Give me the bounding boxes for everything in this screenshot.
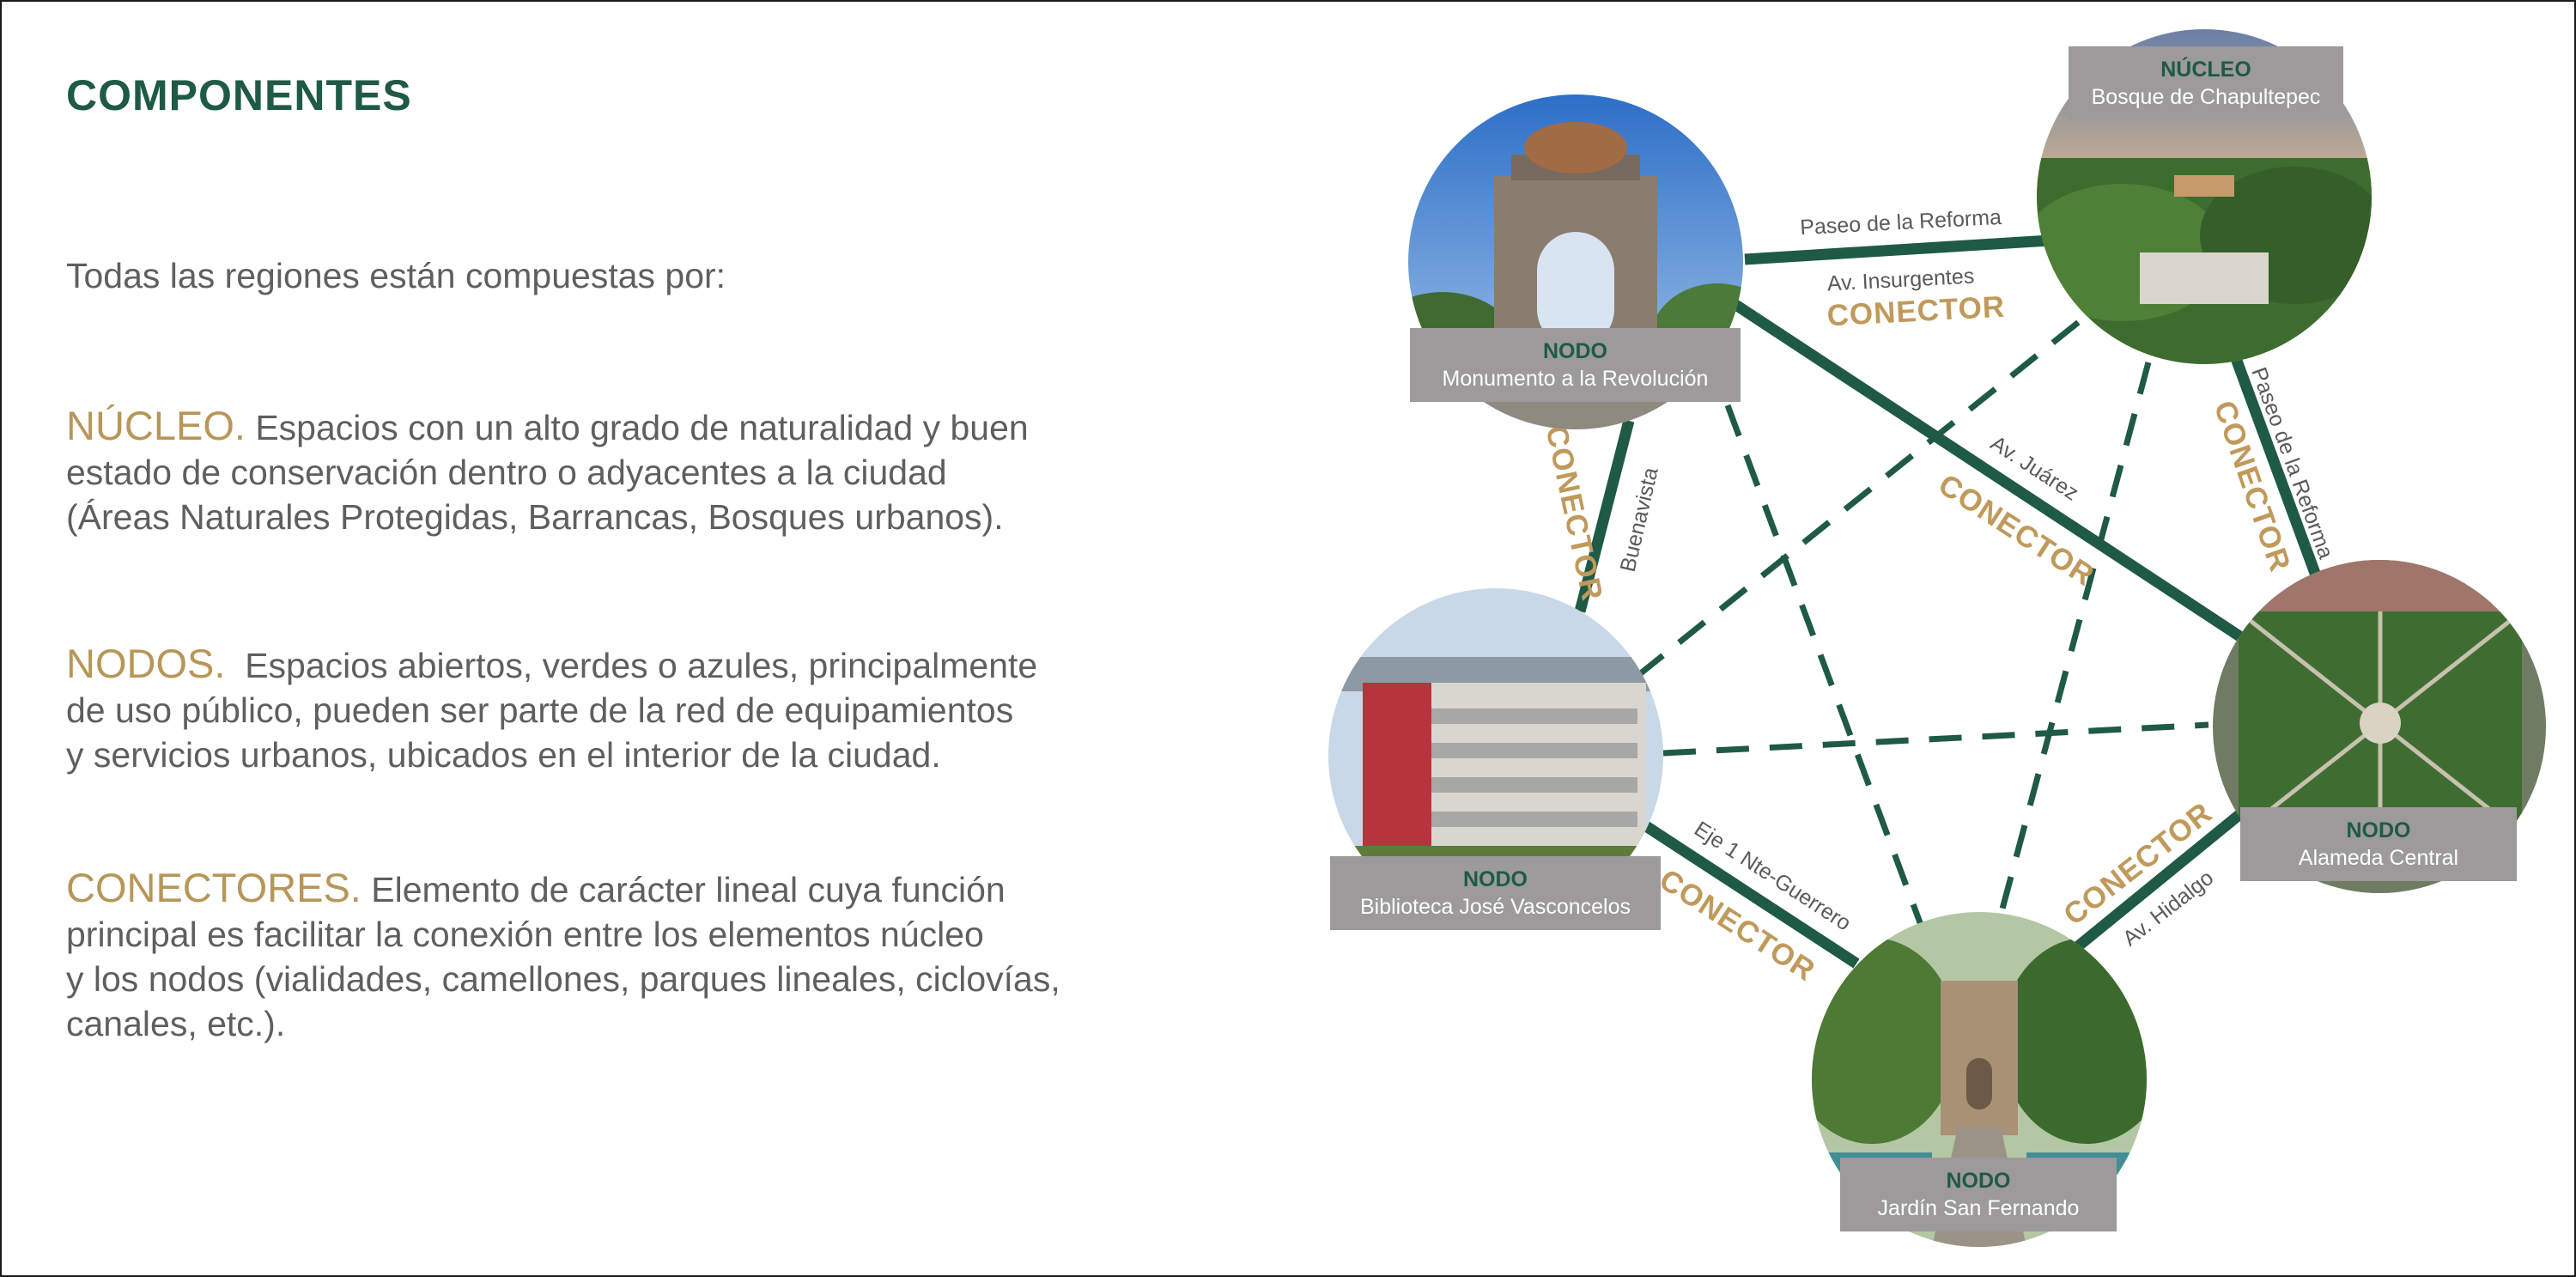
node-monumento-name: Monumento a la Revolución (1442, 367, 1709, 391)
street-juarez: Av. Juárez (1986, 431, 2082, 506)
nucleo-line-2: estado de conservación dentro o adyacent… (66, 453, 947, 492)
dashed-link-2 (1635, 308, 2095, 678)
connector-eje1 (1643, 821, 1860, 969)
page-title: COMPONENTES (66, 71, 412, 119)
nodos-line-2: de uso público, pueden ser parte de la r… (66, 690, 1014, 730)
node-monumento-kind: NODO (1543, 339, 1607, 363)
intro-text: Todas las regiones están compuestas por: (66, 256, 726, 295)
node-sanfernando-label: NODO Jardín San Fernando (1840, 1158, 2117, 1231)
conectores-line-2: principal es facilitar la conexión entre… (66, 915, 984, 954)
nodos-line-3: y servicios urbanos, ubicados en el inte… (66, 735, 941, 775)
node-biblioteca-kind: NODO (1463, 867, 1528, 891)
connector-buenavista (1574, 419, 1635, 613)
node-biblioteca-label: NODO Biblioteca José Vasconcelos (1330, 856, 1661, 930)
node-alameda-kind: NODO (2346, 818, 2411, 842)
conector-label-bottom-right: CONECTOR (2057, 796, 2219, 933)
node-chapultepec-kind: NÚCLEO (2160, 58, 2251, 82)
node-alameda-name: Alameda Central (2298, 846, 2459, 870)
conector-label-top: CONECTOR (1826, 290, 2006, 333)
connector-hidalgo (2074, 808, 2245, 952)
node-sanfernando-kind: NODO (1946, 1169, 2011, 1193)
conectores-line-4: canales, etc.). (66, 1004, 286, 1043)
nucleo-line-3: (Áreas Naturales Protegidas, Barrancas, … (66, 497, 1004, 537)
connector-reforma-top (1744, 234, 2050, 265)
conectores-heading: CONECTORES. (66, 865, 361, 910)
conectores-line-3: y los nodos (vialidades, camellones, par… (66, 959, 1060, 999)
street-insurgentes: Av. Insurgentes (1826, 265, 1975, 296)
conectores-line-1: Elemento de carácter lineal cuya función (361, 870, 1005, 909)
conector-label-left: CONECTOR (1540, 423, 1609, 604)
street-buenavista: Buenavista (1616, 465, 1663, 575)
node-monumento-label: NODO Monumento a la Revolución (1410, 328, 1741, 402)
conectores-paragraph: CONECTORES. Elemento de carácter lineal … (66, 866, 1217, 1046)
dashed-link-3 (1995, 362, 2152, 926)
node-sanfernando-name: Jardín San Fernando (1877, 1196, 2080, 1220)
nucleo-heading: NÚCLEO. (66, 403, 246, 448)
nucleo-line-1: Espacios con un alto grado de naturalida… (245, 408, 1029, 447)
nodos-heading: NODOS. (66, 641, 226, 686)
node-biblioteca-name: Biblioteca José Vasconcelos (1360, 895, 1631, 919)
street-reforma-top: Paseo de la Reforma (1800, 205, 2002, 240)
nodos-paragraph: NODOS. Espacios abiertos, verdes o azule… (66, 642, 1217, 777)
connector-juarez (1728, 297, 2245, 642)
dashed-link-1 (1724, 404, 1924, 927)
node-chapultepec-name: Bosque de Chapultepec (2091, 85, 2321, 109)
node-alameda-label: NODO Alameda Central (2240, 807, 2517, 881)
node-chapultepec-label: NÚCLEO Bosque de Chapultepec (2069, 46, 2343, 120)
nucleo-paragraph: NÚCLEO. Espacios con un alto grado de na… (66, 404, 1217, 539)
dashed-link-4 (1662, 721, 2209, 757)
nodos-line-1: Espacios abiertos, verdes o azules, prin… (225, 646, 1038, 685)
connector-reforma-right (2228, 351, 2322, 578)
